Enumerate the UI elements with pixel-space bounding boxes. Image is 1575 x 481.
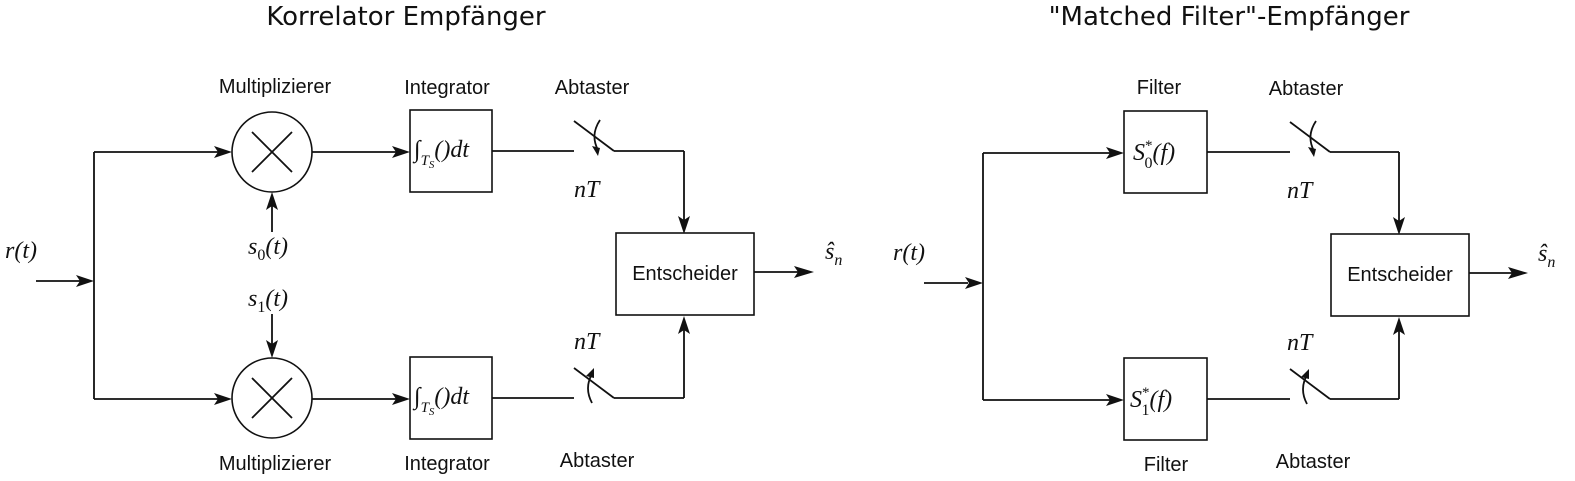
- correlator-receiver: Korrelator Empfänger r(t) Multiplizierer…: [5, 2, 842, 475]
- integrator-label-bottom: Integrator: [404, 453, 490, 475]
- filter-top-expr: S*0(f): [1133, 138, 1175, 172]
- matched-sampler-top-to-decider-arrow: [1393, 217, 1405, 235]
- sample-time-top: nT: [574, 177, 601, 203]
- multiplier-top: [231, 111, 313, 193]
- matched-filter-receiver: "Matched Filter"-Empfänger r(t) Filter S…: [893, 2, 1555, 476]
- sampler-top-to-decider-arrow: [678, 216, 690, 234]
- integrator-top-expr: ∫TS()dt: [412, 137, 470, 171]
- matched-decider-box: [1330, 233, 1470, 317]
- matched-decider-label: Entscheider: [1347, 264, 1453, 286]
- matched-title: "Matched Filter"-Empfänger: [1049, 2, 1410, 32]
- integrator-bottom-expr: ∫TS()dt: [412, 384, 470, 418]
- correlator-input-label: r(t): [5, 238, 37, 264]
- multiplier-label-bottom: Multiplizierer: [219, 453, 332, 475]
- sampler-label-top: Abtaster: [555, 77, 630, 99]
- matched-branch-top-arrow: [1106, 147, 1124, 159]
- decider-output-arrow: [794, 266, 814, 278]
- decider-box: [615, 232, 755, 316]
- sampler-label-bottom: Abtaster: [560, 450, 635, 472]
- correlator-branch-bottom-arrow: [214, 393, 232, 405]
- ref-signal-s1: s1(t): [248, 286, 288, 316]
- correlator-title: Korrelator Empfänger: [266, 2, 546, 32]
- filter-top: [1123, 110, 1208, 194]
- filter-label-bottom: Filter: [1144, 454, 1189, 476]
- output-estimate: ŝn: [825, 239, 842, 269]
- integrator-bottom: [409, 356, 493, 440]
- ref-s1-arrow: [266, 340, 278, 358]
- sampler-switch-top: [492, 119, 684, 156]
- correlator-branch-top-arrow: [214, 146, 232, 158]
- multiplier-label-top: Multiplizierer: [219, 76, 332, 98]
- sampler-bottom-to-decider-arrow: [678, 316, 690, 334]
- matched-decider-output-arrow: [1508, 267, 1528, 279]
- matched-sample-time-top: nT: [1287, 178, 1314, 204]
- filter-bottom-expr: S*1(f): [1130, 385, 1172, 419]
- matched-input-arrow: [965, 277, 983, 289]
- matched-branch-bottom-arrow: [1106, 394, 1124, 406]
- matched-sample-time-bottom: nT: [1287, 330, 1314, 356]
- matched-input-label: r(t): [893, 240, 925, 266]
- matched-sampler-switch-top: [1207, 120, 1399, 157]
- mult-int-bottom-arrow: [392, 393, 410, 405]
- matched-sampler-switch-bottom: [1207, 368, 1399, 405]
- ref-s0-arrow: [266, 192, 278, 210]
- multiplier-bottom: [231, 357, 313, 439]
- matched-output-estimate: ŝn: [1538, 241, 1555, 271]
- integrator-top: [409, 109, 493, 193]
- ref-signal-s0: s0(t): [248, 234, 288, 264]
- matched-sampler-label-bottom: Abtaster: [1276, 451, 1351, 473]
- filter-label-top: Filter: [1137, 77, 1182, 99]
- mult-int-top-arrow: [392, 146, 410, 158]
- matched-sampler-bottom-to-decider-arrow: [1393, 317, 1405, 335]
- sample-time-bottom: nT: [574, 329, 601, 355]
- integrator-label-top: Integrator: [404, 77, 490, 99]
- decider-label: Entscheider: [632, 263, 738, 285]
- correlator-input-arrow: [76, 275, 94, 287]
- matched-sampler-label-top: Abtaster: [1269, 78, 1344, 100]
- sampler-switch-bottom: [492, 367, 684, 404]
